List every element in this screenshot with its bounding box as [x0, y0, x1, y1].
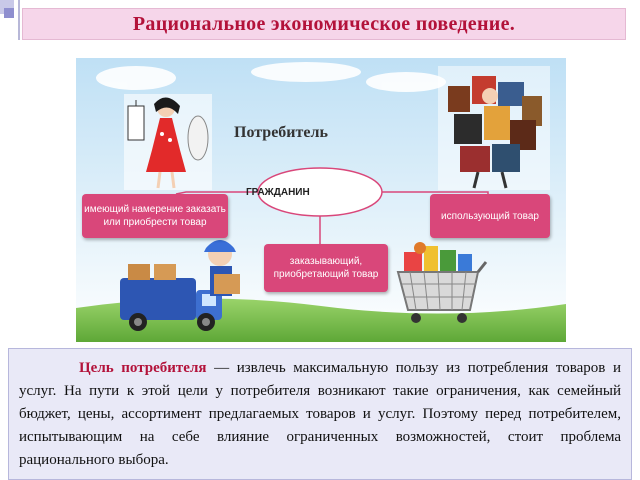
consumer-goal-textbox: Цель потребителя — извлечь максимальную …	[8, 348, 632, 480]
consumer-label: Потребитель	[234, 124, 328, 141]
deco-square-small	[4, 8, 14, 18]
box-intend-text: имеющий намерение заказать или приобрест…	[84, 204, 226, 228]
shopping-cart	[396, 242, 488, 323]
shopper-with-bags	[438, 66, 550, 190]
citizens-label: ГРАЖДАНИН	[246, 187, 310, 198]
corner-decoration	[0, 0, 22, 40]
slide-title: Рациональное экономическое поведение.	[132, 12, 516, 35]
consumer-goal-body: — извлечь максимальную пользу из потребл…	[19, 360, 622, 468]
box-using-text: использующий товар	[441, 210, 539, 222]
delivery-man-truck	[120, 240, 240, 331]
box-ordering-buying: заказывающий, приобретающий товар	[264, 244, 388, 292]
consumer-goal-highlight: Цель потребителя	[79, 360, 207, 376]
deco-vertical-line	[18, 0, 20, 40]
slide-title-bar: Рациональное экономическое поведение.	[22, 8, 626, 40]
box-intend-to-order: имеющий намерение заказать или приобрест…	[82, 194, 228, 238]
box-order-text: заказывающий, приобретающий товар	[273, 256, 379, 280]
box-using-goods: использующий товар	[430, 194, 550, 238]
woman-figure	[124, 94, 212, 190]
consumer-goal-paragraph: Цель потребителя — извлечь максимальную …	[19, 357, 621, 472]
consumer-diagram: Потребитель ГРАЖДАНИН имеющий намерение …	[76, 58, 566, 342]
